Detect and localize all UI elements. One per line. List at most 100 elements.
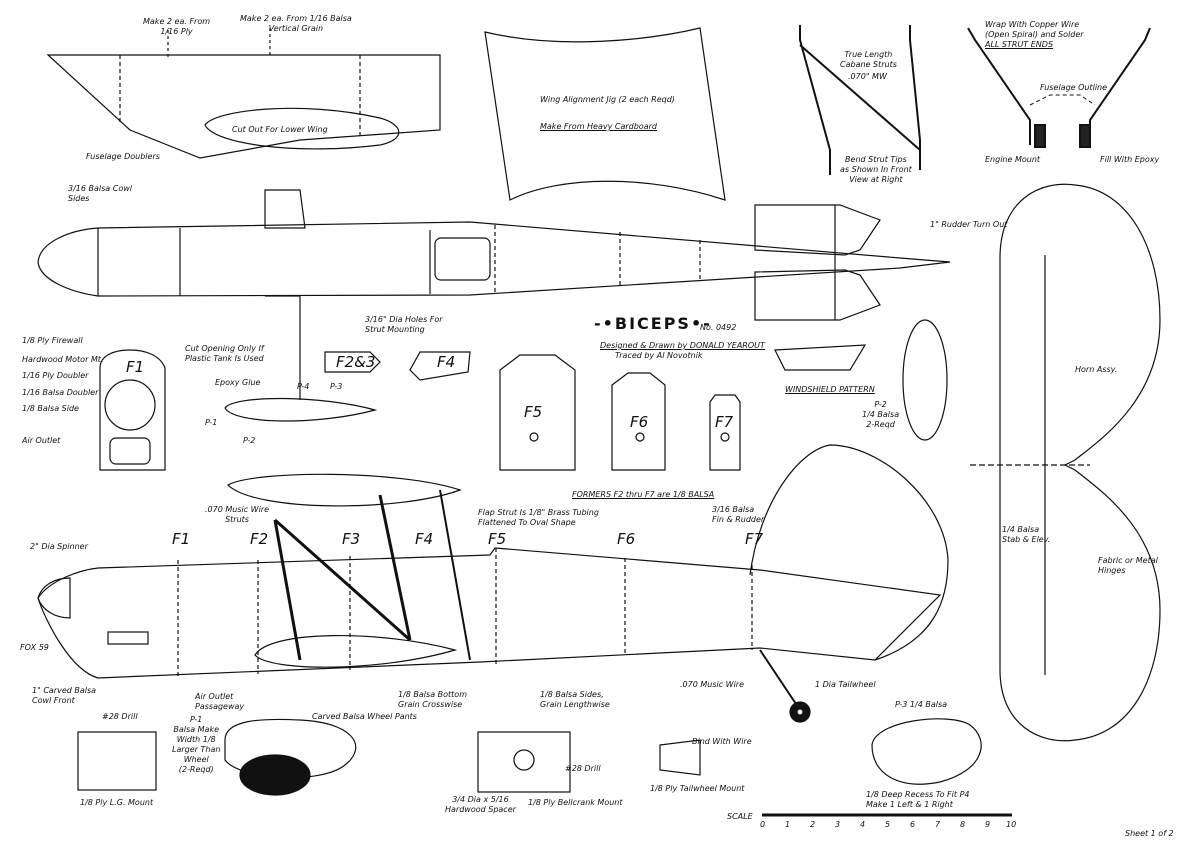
tailwheel-mount (659, 739, 701, 776)
designer-credit: Designed & Drawn by DONALD YEAROUT (600, 341, 765, 350)
firewall-f1 (99, 349, 166, 471)
former-label: F1 (172, 530, 191, 548)
note: Bind With Wire (692, 737, 752, 746)
scale-tick: 3 (835, 820, 841, 829)
note: .070" MW (848, 72, 887, 81)
scale-tick: 7 (935, 820, 941, 829)
bellcrank-mount (477, 731, 571, 793)
note: Fuselage Outline (1040, 83, 1108, 92)
note: .070 Music Wire Struts (205, 505, 270, 524)
note: Bend Strut Tips as Shown In Front View a… (840, 155, 912, 184)
former-tag-label: F5 (524, 403, 543, 421)
former-tag-label: F6 (630, 413, 649, 431)
note: P-1 Balsa Make Width 1/8 Larger Than Whe… (172, 715, 221, 774)
note: #28 Drill (565, 764, 601, 773)
note: Air Outlet (22, 436, 61, 445)
strut-ends-front-view (967, 27, 1151, 148)
p3-part (871, 718, 982, 785)
note: 1/8 Balsa Side (22, 404, 79, 413)
former-label: F3 (342, 530, 361, 548)
note: FOX 59 (20, 643, 49, 652)
lg-mount (77, 731, 157, 791)
scale-label: SCALE (727, 812, 753, 821)
note: P-1 (205, 418, 218, 427)
former-label: F4 (415, 530, 434, 548)
note: Horn Assy. (1075, 365, 1118, 374)
scale-tick: 10 (1006, 820, 1017, 829)
note: Air Outlet Passageway (195, 692, 245, 711)
p2-part (902, 319, 948, 441)
note: FORMERS F2 thru F7 are 1/8 BALSA (572, 490, 715, 499)
former-label: F5 (488, 530, 507, 548)
note: Fill With Epoxy (1100, 155, 1160, 164)
plan-number: No. 0492 (700, 323, 737, 332)
wheel-pant (224, 718, 357, 796)
note: 3/16 Balsa Cowl Sides (68, 184, 132, 203)
plan-title: -•BICEPS•- (594, 314, 712, 333)
windshield-pattern (774, 344, 867, 371)
former-label: F7 (745, 530, 764, 548)
note: Make 2 ea. From 1/16 Balsa Vertical Grai… (240, 14, 352, 33)
former-tag-label: F7 (715, 413, 734, 431)
note: 3/16" Dia Holes For Strut Mounting (365, 315, 443, 334)
note: P-3 (330, 382, 343, 391)
note: Wrap With Copper Wire (Open Spiral) and … (985, 20, 1084, 39)
note: Cut Opening Only If Plastic Tank Is Used (185, 344, 264, 363)
note: True Length Cabane Struts (840, 50, 897, 69)
note: Fuselage Doublers (86, 152, 160, 161)
note: Make From Heavy Cardboard (540, 122, 657, 131)
note: 3/4 Dia x 5/16 Hardwood Spacer (445, 795, 516, 814)
note: P-2 (243, 436, 256, 445)
former-label: F2 (250, 530, 269, 548)
tracer-credit: Traced by Al Novotnik (615, 351, 703, 360)
cabane-struts (799, 25, 921, 175)
note: Hardwood Motor Mt. (22, 355, 104, 364)
note: 3/16 Balsa Fin & Rudder (712, 505, 765, 524)
note: WINDSHIELD PATTERN (785, 385, 875, 394)
note: 1 Dia Tailwheel (815, 680, 876, 689)
note: Cut Out For Lower Wing (232, 125, 328, 134)
scale-tick: 6 (910, 820, 916, 829)
note: Carved Balsa Wheel Pants (312, 712, 417, 721)
scale-tick: 2 (810, 820, 816, 829)
stab-elevator (970, 183, 1161, 742)
note: 1/8 Ply Tailwheel Mount (650, 784, 745, 793)
former-tags (324, 351, 741, 471)
note: ALL STRUT ENDS (985, 40, 1054, 49)
note: Epoxy Glue (215, 378, 261, 387)
former-tag-label: F4 (437, 353, 456, 371)
scale-tick: 9 (985, 820, 991, 829)
note: 1/8 Ply Firewall (22, 336, 83, 345)
scale-tick: 0 (760, 820, 766, 829)
note: #28 Drill (102, 712, 138, 721)
note: 1" Rudder Turn Out (930, 220, 1008, 229)
strut-fairing-section (224, 397, 378, 422)
former-tag-label: F2&3 (336, 353, 376, 371)
note: P-3 1/4 Balsa (895, 700, 948, 709)
note: 1/8 Ply L.G. Mount (80, 798, 154, 807)
fuselage-top-view (37, 189, 951, 400)
note: 1/4 Balsa Stab & Elev. (1002, 525, 1051, 544)
note: 1/8 Deep Recess To Fit P4 Make 1 Left & … (866, 790, 970, 809)
former-tag-label: F1 (126, 358, 145, 376)
scale-tick: 8 (960, 820, 966, 829)
note: 1/16 Balsa Doubler (22, 388, 99, 397)
note: 1/8 Ply Bellcrank Mount (528, 798, 623, 807)
note: 1/8 Balsa Bottom Grain Crosswise (398, 690, 467, 709)
note: 1/16 Ply Doubler (22, 371, 89, 380)
note: Wing Alignment Jig (2 each Reqd) (540, 95, 675, 104)
note: Flap Strut Is 1/8" Brass Tubing Flattene… (478, 508, 599, 527)
note: 1/8 Balsa Sides, Grain Lengthwise (540, 690, 610, 709)
note: Make 2 ea. From 1/16 Ply (143, 17, 211, 36)
note: P-4 (297, 382, 310, 391)
note: Engine Mount (985, 155, 1041, 164)
sheet-number: Sheet 1 of 2 (1125, 829, 1174, 838)
note: Fabric or Metal Hinges (1098, 556, 1158, 575)
note: .070 Music Wire (680, 680, 745, 689)
note: P-2 1/4 Balsa 2-Reqd (862, 400, 900, 429)
former-label: F6 (617, 530, 636, 548)
fuselage-side-view (37, 444, 949, 723)
note: 2" Dia Spinner (30, 542, 88, 551)
note: 1" Carved Balsa Cowl Front (32, 686, 97, 705)
